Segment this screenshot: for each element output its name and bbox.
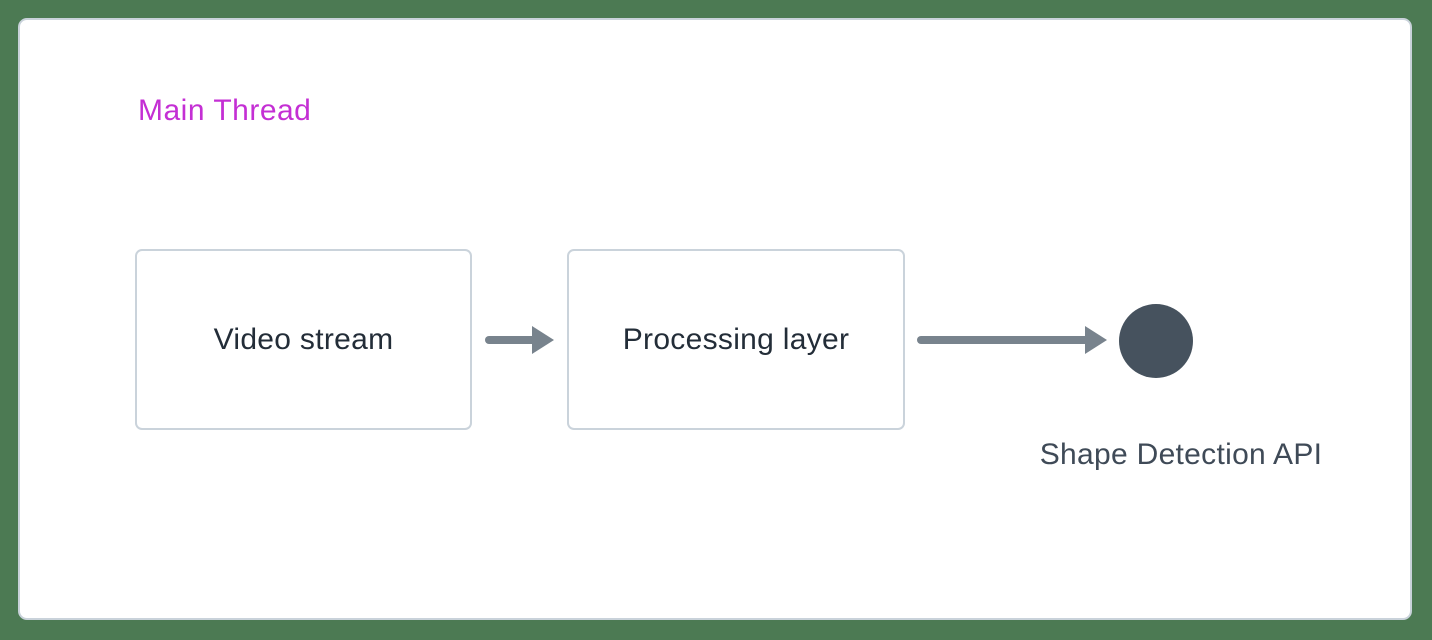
node-video-stream: Video stream: [135, 249, 472, 430]
arrow-head-icon: [1085, 326, 1107, 354]
arrow-head-icon: [532, 326, 554, 354]
node-processing-layer-label: Processing layer: [622, 322, 850, 356]
arrow-processing-to-shape-detection: [917, 326, 1107, 354]
main-thread-card: Main Thread Video stream Processing laye…: [18, 18, 1412, 620]
arrow-video-to-processing: [485, 326, 554, 354]
node-shape-detection-label: Shape Detection API: [1039, 438, 1323, 471]
node-video-stream-label: Video stream: [213, 322, 394, 356]
node-processing-layer: Processing layer: [567, 249, 905, 430]
main-thread-title: Main Thread: [138, 94, 312, 127]
node-shape-detection-circle: [1119, 304, 1193, 378]
arrow-shaft: [917, 336, 1089, 344]
arrow-shaft: [485, 336, 536, 344]
